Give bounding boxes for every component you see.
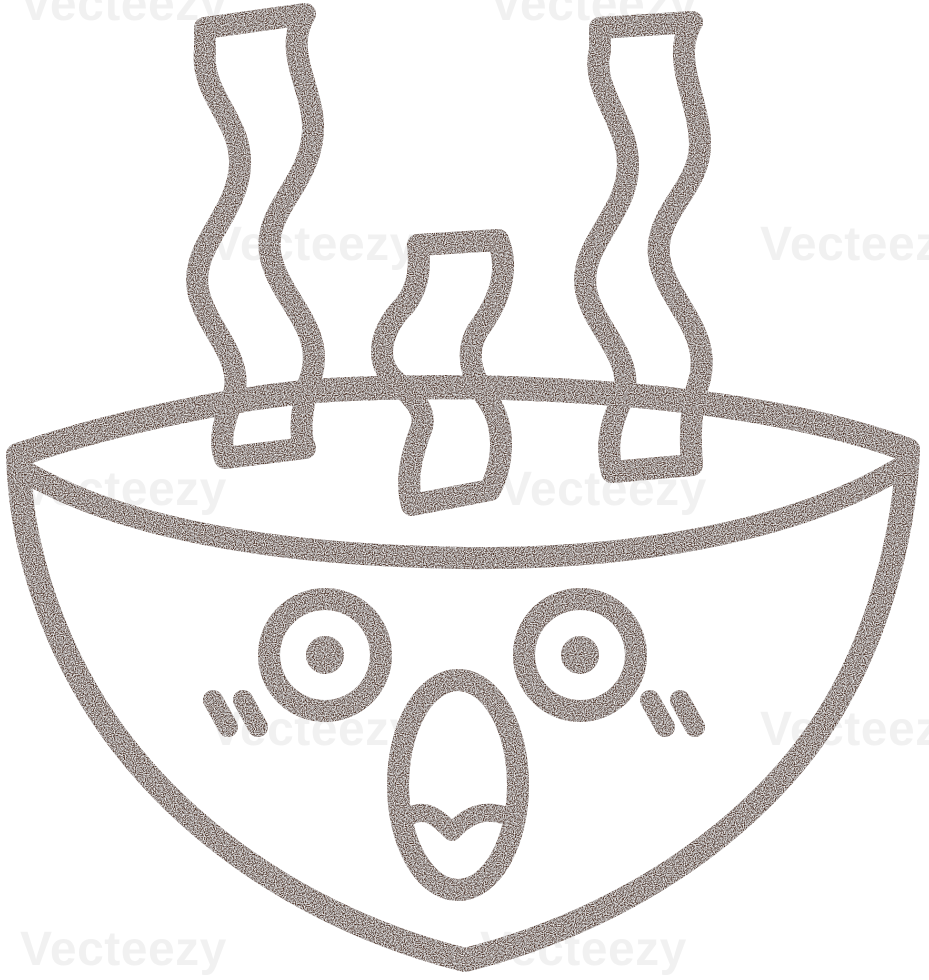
tongue-line-icon	[403, 803, 512, 841]
bacon-strip-middle-icon	[371, 229, 515, 516]
left-blush-icon	[203, 690, 268, 737]
left-eye-icon	[258, 588, 392, 722]
watermark-text-4: Vecteezy	[760, 218, 929, 271]
watermark-text-9: Vecteezy	[20, 923, 227, 976]
bowl-body	[6, 375, 920, 972]
bacon-strip-left-icon	[186, 3, 325, 469]
mouth-icon	[387, 669, 529, 901]
right-eye-icon	[513, 588, 647, 722]
right-blush-icon	[640, 690, 705, 737]
right-pupil-icon	[561, 636, 599, 674]
watermark-text-3: Vecteezy	[210, 218, 417, 271]
bowl-rim-front	[11, 454, 916, 570]
left-pupil-icon	[306, 636, 344, 674]
bacon-strip-right-icon	[574, 11, 713, 483]
watermark-text-1: Vecteezy	[20, 0, 227, 31]
